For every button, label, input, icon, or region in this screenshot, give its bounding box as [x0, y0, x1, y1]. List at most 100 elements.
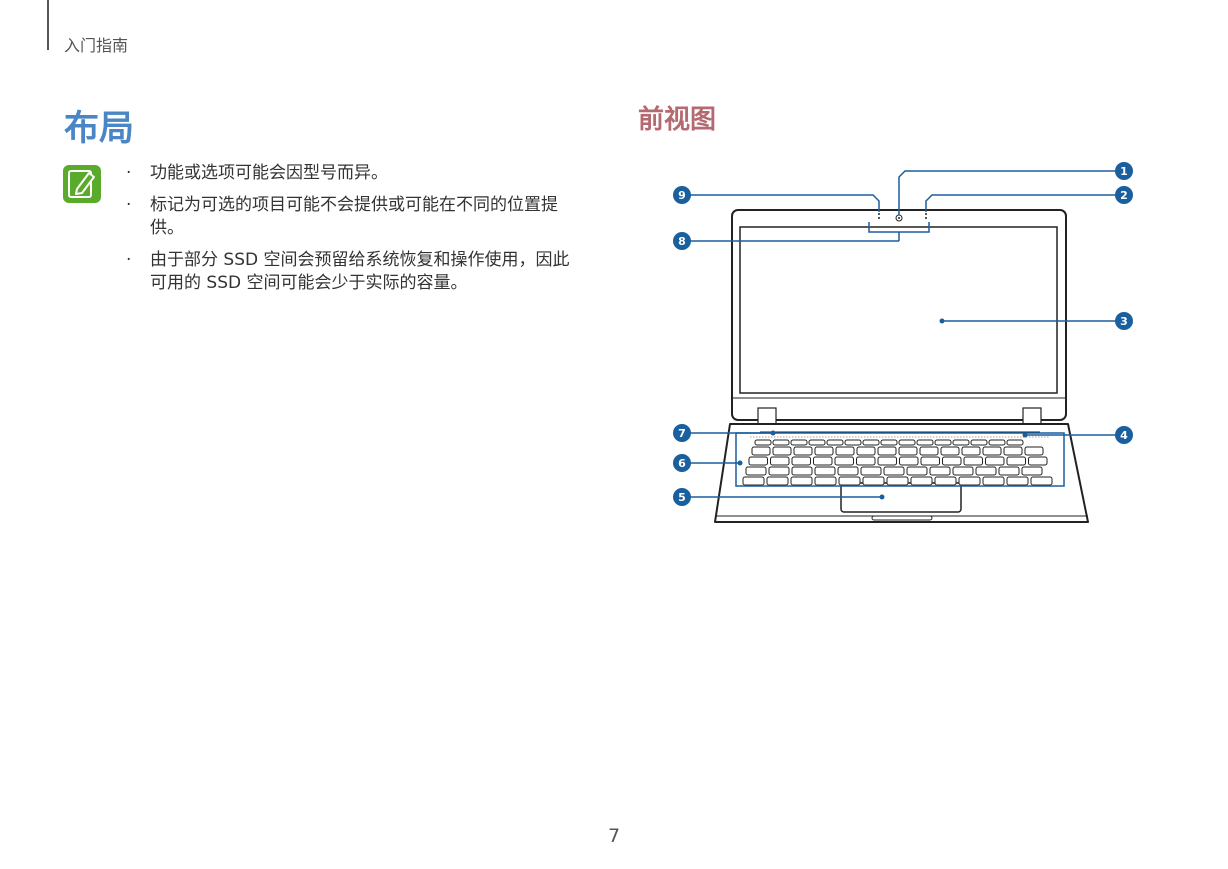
list-item: ·功能或选项可能会因型号而异。	[126, 163, 388, 183]
keyboard-key	[952, 466, 974, 476]
keyboard-key	[790, 439, 808, 446]
callout-label: 1	[1120, 165, 1128, 178]
keyboard-key	[1003, 446, 1023, 456]
keyboard-key	[982, 476, 1005, 486]
keyboard-key	[814, 466, 836, 476]
keyboard-key	[862, 439, 880, 446]
keyboard-key	[1006, 439, 1024, 446]
keyboard-key	[745, 466, 767, 476]
keyboard-key	[975, 466, 997, 476]
keyboard-key	[742, 476, 765, 486]
keyboard-key	[929, 466, 951, 476]
chapter-rule	[47, 0, 49, 50]
note-pencil-icon	[63, 165, 101, 203]
list-item: ·标记为可选的项目可能不会提供或可能在不同的位置提供。	[126, 195, 558, 238]
keyboard-highlight	[735, 432, 1065, 487]
page-number: 7	[607, 825, 621, 847]
keyboard-key	[813, 456, 833, 466]
keyboard-key	[1006, 476, 1029, 486]
keyboard-key	[772, 446, 792, 456]
callout-2: 2	[1115, 186, 1133, 204]
callout-6: 6	[673, 454, 691, 472]
keyboard-key	[791, 456, 811, 466]
callout-label: 9	[678, 189, 686, 202]
callout-label: 2	[1120, 189, 1128, 202]
keyboard-key	[808, 439, 826, 446]
keyboard-key	[942, 456, 962, 466]
callout-label: 6	[678, 457, 686, 470]
keyboard-key	[835, 446, 855, 456]
keyboard-key	[751, 446, 771, 456]
note-text: 功能或选项可能会因型号而异。	[150, 163, 388, 183]
notes-list: ·功能或选项可能会因型号而异。 ·标记为可选的项目可能不会提供或可能在不同的位置…	[124, 162, 584, 304]
keyboard-key	[826, 439, 844, 446]
list-item: ·由于部分 SSD 空间会预留给系统恢复和操作使用，因此可用的 SSD 空间可能…	[126, 250, 570, 293]
keyboard-key	[837, 466, 859, 476]
keyboard-key	[880, 439, 898, 446]
callout-7: 7	[673, 424, 691, 442]
keyboard-key	[754, 439, 772, 446]
keyboard-key	[883, 466, 905, 476]
keyboard-key	[970, 439, 988, 446]
keyboard-key	[862, 476, 885, 486]
keyboard-key	[791, 466, 813, 476]
figure-title: 前视图	[638, 105, 717, 135]
callout-label: 7	[678, 427, 686, 440]
keyboard-key	[790, 476, 813, 486]
keyboard-key	[860, 466, 882, 476]
keyboard-key	[916, 439, 934, 446]
keyboard	[742, 439, 1053, 486]
callout-9: 9	[673, 186, 691, 204]
keyboard-key	[766, 476, 789, 486]
callout-5: 5	[673, 488, 691, 506]
keyboard-key	[1006, 456, 1026, 466]
keyboard-key	[814, 446, 834, 456]
keyboard-key	[952, 439, 970, 446]
keyboard-key	[856, 446, 876, 456]
keyboard-key	[898, 446, 918, 456]
keyboard-key	[920, 456, 940, 466]
keyboard-key	[934, 439, 952, 446]
keyboard-key	[961, 446, 981, 456]
keyboard-key	[793, 446, 813, 456]
note-text: 由于部分 SSD 空间会预留给系统恢复和操作使用，因此可用的 SSD 空间可能会…	[150, 250, 570, 293]
keyboard-key	[919, 446, 939, 456]
keyboard-key	[838, 476, 861, 486]
keyboard-key	[940, 446, 960, 456]
callout-label: 3	[1120, 315, 1128, 328]
laptop-front-view-figure: 1 2 3 4 5 6 7 8 9	[673, 162, 1133, 523]
laptop-lid	[731, 209, 1067, 429]
note-text: 标记为可选的项目可能不会提供或可能在不同的位置提供。	[150, 195, 558, 238]
callout-label: 4	[1120, 429, 1128, 442]
keyboard-key	[877, 446, 897, 456]
callout-4: 4	[1115, 426, 1133, 444]
callout-8: 8	[673, 232, 691, 250]
keyboard-key	[768, 466, 790, 476]
keyboard-key	[998, 466, 1020, 476]
keyboard-key	[988, 439, 1006, 446]
keyboard-key	[898, 439, 916, 446]
keyboard-key	[772, 439, 790, 446]
keyboard-key	[770, 456, 790, 466]
keyboard-key	[1030, 476, 1053, 486]
keyboard-key	[844, 439, 862, 446]
keyboard-key	[906, 466, 928, 476]
keyboard-key	[899, 456, 919, 466]
callout-leaders	[682, 170, 1120, 498]
keyboard-key	[856, 456, 876, 466]
keyboard-key	[910, 476, 933, 486]
section-title: 布局	[64, 109, 135, 149]
keyboard-key	[934, 476, 957, 486]
camera-array	[878, 213, 927, 222]
callout-label: 5	[678, 491, 686, 504]
keyboard-key	[834, 456, 854, 466]
keyboard-key	[1028, 456, 1048, 466]
keyboard-key	[748, 456, 768, 466]
callout-endpoints	[737, 318, 1028, 500]
keyboard-key	[958, 476, 981, 486]
callout-label: 8	[678, 235, 686, 248]
keyboard-key	[814, 476, 837, 486]
keyboard-key	[877, 456, 897, 466]
keyboard-key	[985, 456, 1005, 466]
keyboard-key	[963, 456, 983, 466]
